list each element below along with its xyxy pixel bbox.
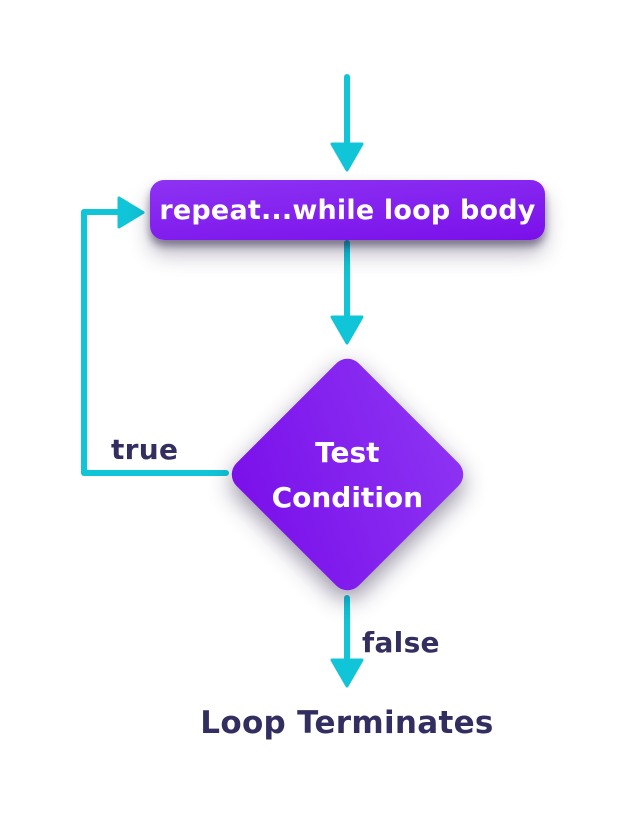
test-condition-diamond-shape: Test Condition <box>225 352 470 597</box>
test-condition-node-label: Test Condition <box>272 429 424 519</box>
false-exit-arrow-head-icon <box>330 658 364 688</box>
test-condition-label-line1: Test <box>315 435 380 469</box>
true-loopback-arrow-head-icon <box>117 196 145 229</box>
loop-terminates-label: Loop Terminates <box>200 705 494 741</box>
true-loopback-connector <box>81 209 229 476</box>
false-edge-label: false <box>362 626 440 659</box>
body-to-condition-arrow-head-icon <box>330 315 364 345</box>
test-condition-label-line2: Condition <box>271 480 424 514</box>
loop-body-node: repeat...while loop body <box>150 180 545 240</box>
entry-arrow-head-icon <box>330 142 364 172</box>
true-edge-label: true <box>111 433 179 466</box>
test-condition-node: Test Condition <box>225 352 470 597</box>
loop-body-node-label: repeat...while loop body <box>159 194 536 226</box>
